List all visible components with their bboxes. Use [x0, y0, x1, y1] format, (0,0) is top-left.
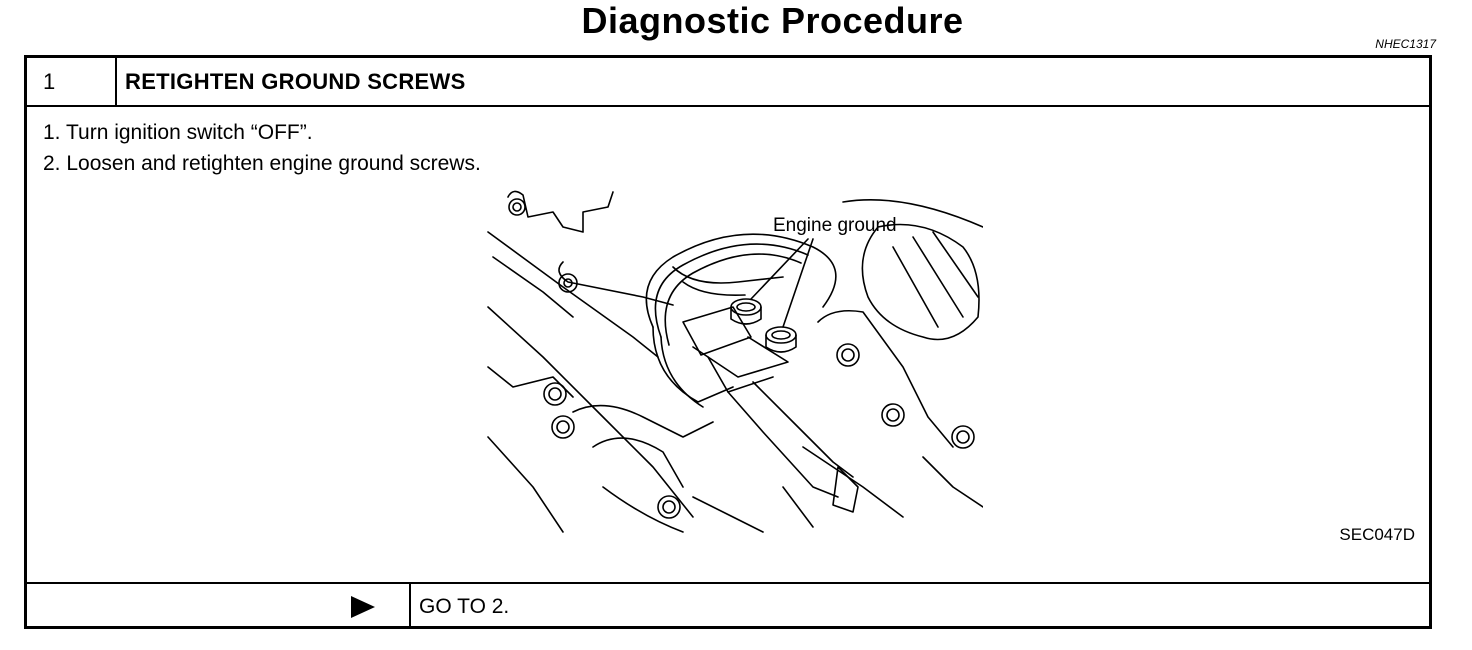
figure-callout: Engine ground — [773, 215, 897, 236]
figure-reference: SEC047D — [1339, 525, 1415, 544]
step-title: RETIGHTEN GROUND SCREWS — [125, 69, 466, 94]
instruction-list: 1. Turn ignition switch “OFF”. 2. Loosen… — [43, 117, 481, 179]
step-body: 1. Turn ignition switch “OFF”. 2. Loosen… — [27, 107, 1429, 584]
step-header: 1 RETIGHTEN GROUND SCREWS — [27, 58, 1429, 107]
engine-ground-illustration: Engine ground — [487, 190, 983, 533]
step-result-row: GO TO 2. — [27, 584, 1429, 629]
page-title: Diagnostic Procedure — [581, 0, 964, 41]
step-number: 1 — [27, 58, 117, 105]
document-code: NHEC1317 — [1375, 37, 1436, 51]
procedure-table: 1 RETIGHTEN GROUND SCREWS 1. Turn igniti… — [24, 55, 1432, 629]
instruction-item: 2. Loosen and retighten engine ground sc… — [43, 152, 481, 175]
instruction-item: 1. Turn ignition switch “OFF”. — [43, 121, 313, 144]
right-triangle-icon — [351, 596, 375, 618]
result-arrow-cell — [27, 584, 411, 629]
go-to-link[interactable]: GO TO 2. — [419, 595, 510, 618]
